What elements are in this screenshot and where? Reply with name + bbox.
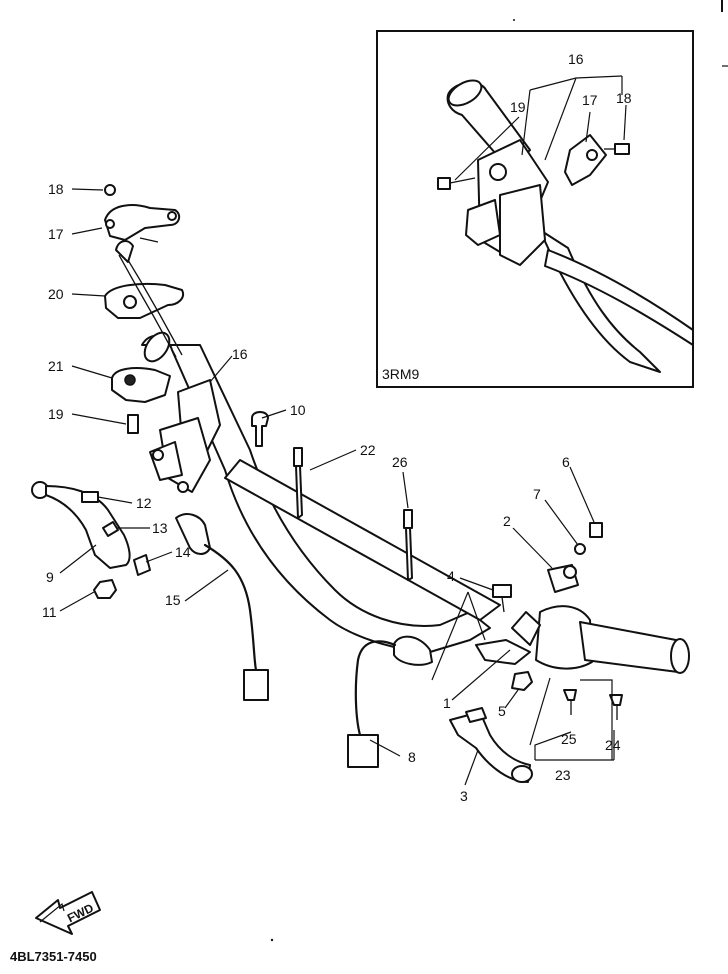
cable-ties <box>293 447 413 581</box>
callout-24: 24 <box>605 737 621 753</box>
callout-17: 17 <box>48 226 64 242</box>
callout-12: 12 <box>136 495 152 511</box>
callout-15: 15 <box>165 592 181 608</box>
callout-22: 22 <box>360 442 376 458</box>
brake-master-cylinder <box>449 522 690 783</box>
callout-10: 10 <box>290 402 306 418</box>
callout-26: 26 <box>392 454 408 470</box>
inset-label: 3RM9 <box>382 366 420 382</box>
callout-7: 7 <box>533 486 541 502</box>
clutch-switch <box>175 513 269 701</box>
callout-13: 13 <box>152 520 168 536</box>
inset-callout-18: 18 <box>616 90 632 106</box>
brake-switch-wire <box>347 635 433 768</box>
callout-16: 16 <box>232 346 248 362</box>
callout-1: 1 <box>443 695 451 711</box>
callout-11: 11 <box>42 604 57 620</box>
callout-19: 19 <box>48 406 64 422</box>
fwd-arrow-icon: FWD <box>35 891 101 935</box>
callout-3: 3 <box>460 788 468 804</box>
callout-2: 2 <box>503 513 511 529</box>
callout-9: 9 <box>46 569 54 585</box>
inset-callout-19: 19 <box>510 99 526 115</box>
leader-lines <box>59 188 615 786</box>
callout-8: 8 <box>408 749 416 765</box>
callout-23: 23 <box>555 767 571 783</box>
callout-numbers: 18 17 20 21 16 19 10 22 26 6 7 2 12 13 1… <box>42 181 621 804</box>
callout-21: 21 <box>48 358 64 374</box>
callout-20: 20 <box>48 286 64 302</box>
clamp-16 <box>149 379 221 493</box>
throttle-assembly <box>104 184 184 434</box>
callout-18: 18 <box>48 181 64 197</box>
inset-callout-17: 17 <box>582 92 598 108</box>
callout-25: 25 <box>561 731 577 747</box>
clutch-lever <box>31 481 151 599</box>
inset-3rm9: 16 19 17 18 3RM9 <box>376 30 694 388</box>
diagram-code: 4BL7351-7450 <box>10 949 97 964</box>
callout-6: 6 <box>562 454 570 470</box>
inset-callout-16: 16 <box>568 51 584 67</box>
callout-5: 5 <box>498 703 506 719</box>
callout-4: 4 <box>447 568 455 584</box>
callout-14: 14 <box>175 544 191 560</box>
